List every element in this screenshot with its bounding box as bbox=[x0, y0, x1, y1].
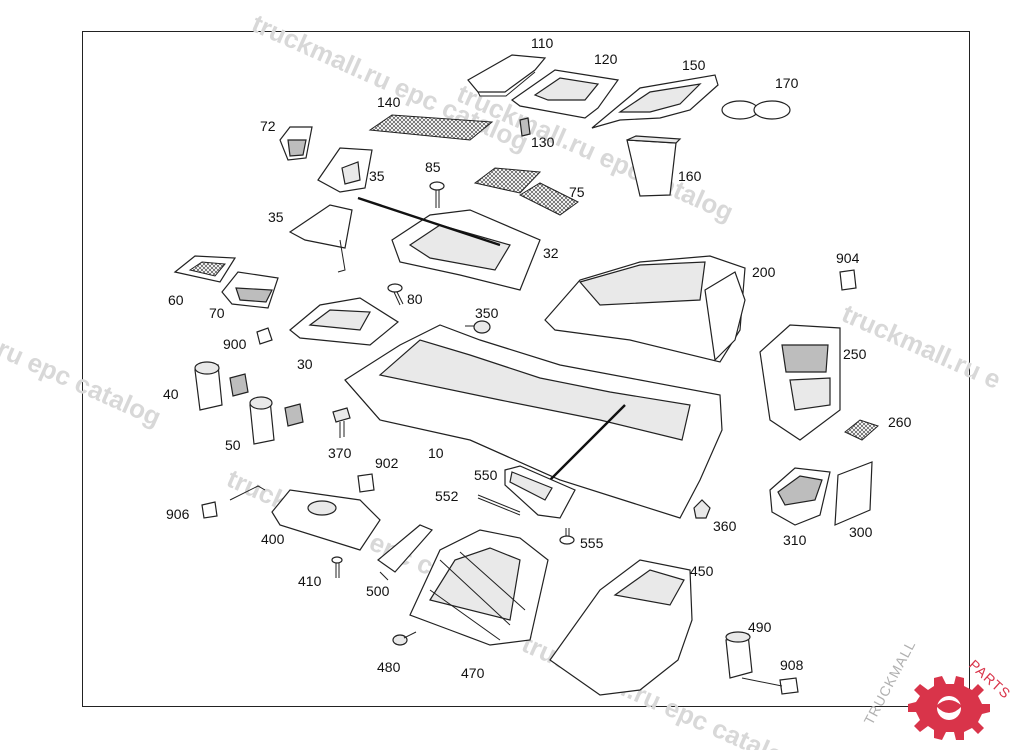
callout-200: 200 bbox=[752, 264, 776, 280]
callout-140: 140 bbox=[377, 94, 401, 110]
part-trim-150 bbox=[591, 74, 719, 129]
callout-908: 908 bbox=[780, 657, 804, 673]
callout-490: 490 bbox=[748, 619, 772, 635]
callout-500: 500 bbox=[366, 583, 390, 599]
callout-470: 470 bbox=[461, 665, 485, 681]
callout-250: 250 bbox=[843, 346, 867, 362]
part-bracket-35a bbox=[317, 147, 373, 193]
callout-110: 110 bbox=[531, 35, 554, 51]
svg-text:ru epc catalog: ru epc catalog bbox=[0, 333, 166, 432]
part-bracket-400 bbox=[229, 485, 381, 551]
part-latch-550 bbox=[504, 465, 576, 519]
part-bolt-370 bbox=[332, 407, 351, 438]
part-screw-410 bbox=[331, 556, 343, 578]
part-rings-170 bbox=[721, 100, 791, 120]
callout-450: 450 bbox=[690, 563, 714, 579]
part-clip-906 bbox=[201, 501, 218, 519]
part-lid-110 bbox=[467, 54, 547, 97]
callout-360: 360 bbox=[713, 518, 737, 534]
callout-60: 60 bbox=[168, 292, 184, 308]
part-cover-450 bbox=[549, 559, 693, 696]
callout-410: 410 bbox=[298, 573, 322, 589]
callout-50: 50 bbox=[225, 437, 241, 453]
part-screw-85 bbox=[429, 181, 445, 208]
part-screw-80 bbox=[387, 283, 404, 306]
part-mat-140 bbox=[368, 114, 494, 141]
callout-150: 150 bbox=[682, 57, 706, 73]
part-base-30 bbox=[289, 297, 400, 346]
part-mats-75 bbox=[473, 167, 579, 216]
part-tray-32 bbox=[391, 209, 541, 291]
callout-labels: 110 120 150 170 140 72 130 85 35 160 75 … bbox=[163, 35, 912, 681]
part-nut-360 bbox=[693, 499, 711, 519]
svg-text:TRUCKMALL: TRUCKMALL bbox=[861, 637, 919, 727]
part-vent-250 bbox=[759, 324, 841, 441]
part-bracket-35b bbox=[288, 204, 353, 273]
callout-170: 170 bbox=[775, 75, 799, 91]
part-panel-300 bbox=[834, 461, 873, 526]
callout-480: 480 bbox=[377, 659, 401, 675]
callout-70: 70 bbox=[209, 305, 225, 321]
part-holder-72 bbox=[279, 126, 313, 161]
part-lever-500 bbox=[377, 524, 434, 581]
part-tray-60 bbox=[173, 255, 237, 283]
part-clip-130 bbox=[519, 117, 531, 137]
callout-310: 310 bbox=[783, 532, 807, 548]
callout-350: 350 bbox=[475, 305, 499, 321]
callout-35a: 35 bbox=[369, 168, 385, 184]
callout-552: 552 bbox=[435, 488, 459, 504]
truckmall-parts-logo: TRUCKMALL PARTS bbox=[861, 637, 1014, 740]
callout-555: 555 bbox=[580, 535, 604, 551]
callout-75: 75 bbox=[569, 184, 585, 200]
callout-130: 130 bbox=[531, 134, 555, 150]
callout-260: 260 bbox=[888, 414, 912, 430]
part-console-10 bbox=[344, 324, 723, 519]
part-nut-350 bbox=[465, 320, 491, 334]
callout-32: 32 bbox=[543, 245, 559, 261]
diagram-frame bbox=[82, 31, 970, 707]
part-clip-904 bbox=[839, 269, 857, 291]
part-socket-50 bbox=[249, 396, 304, 445]
part-clip-902 bbox=[357, 473, 375, 493]
part-frame-470 bbox=[409, 529, 549, 646]
part-screw-555 bbox=[559, 528, 575, 545]
callout-72: 72 bbox=[260, 118, 276, 134]
callout-906: 906 bbox=[166, 506, 190, 522]
callout-550: 550 bbox=[474, 467, 498, 483]
part-socket-490 bbox=[725, 631, 753, 679]
assembly-arrow-upper bbox=[357, 196, 501, 247]
part-socket-40 bbox=[194, 361, 249, 411]
part-screw-480 bbox=[392, 631, 417, 646]
callout-160: 160 bbox=[678, 168, 702, 184]
part-cup-160 bbox=[626, 135, 682, 197]
callout-35b: 35 bbox=[268, 209, 284, 225]
callout-10: 10 bbox=[428, 445, 444, 461]
callout-902: 902 bbox=[375, 455, 399, 471]
part-bezel-310 bbox=[769, 467, 831, 526]
assembly-arrow-lower bbox=[549, 404, 626, 481]
callout-40: 40 bbox=[163, 386, 179, 402]
part-clip-908 bbox=[741, 677, 799, 695]
part-plate-260 bbox=[844, 419, 879, 441]
callout-370: 370 bbox=[328, 445, 352, 461]
part-frame-120 bbox=[510, 69, 620, 119]
callout-400: 400 bbox=[261, 531, 285, 547]
part-armrest-200 bbox=[544, 255, 746, 363]
part-clip-900 bbox=[256, 327, 273, 345]
part-spring-552 bbox=[477, 494, 521, 516]
callout-120: 120 bbox=[594, 51, 618, 67]
callout-900: 900 bbox=[223, 336, 247, 352]
part-ashtray-70 bbox=[221, 271, 279, 309]
callout-80: 80 bbox=[407, 291, 423, 307]
callout-30: 30 bbox=[297, 356, 313, 372]
callout-904: 904 bbox=[836, 250, 860, 266]
callout-300: 300 bbox=[849, 524, 873, 540]
callout-85: 85 bbox=[425, 159, 441, 175]
